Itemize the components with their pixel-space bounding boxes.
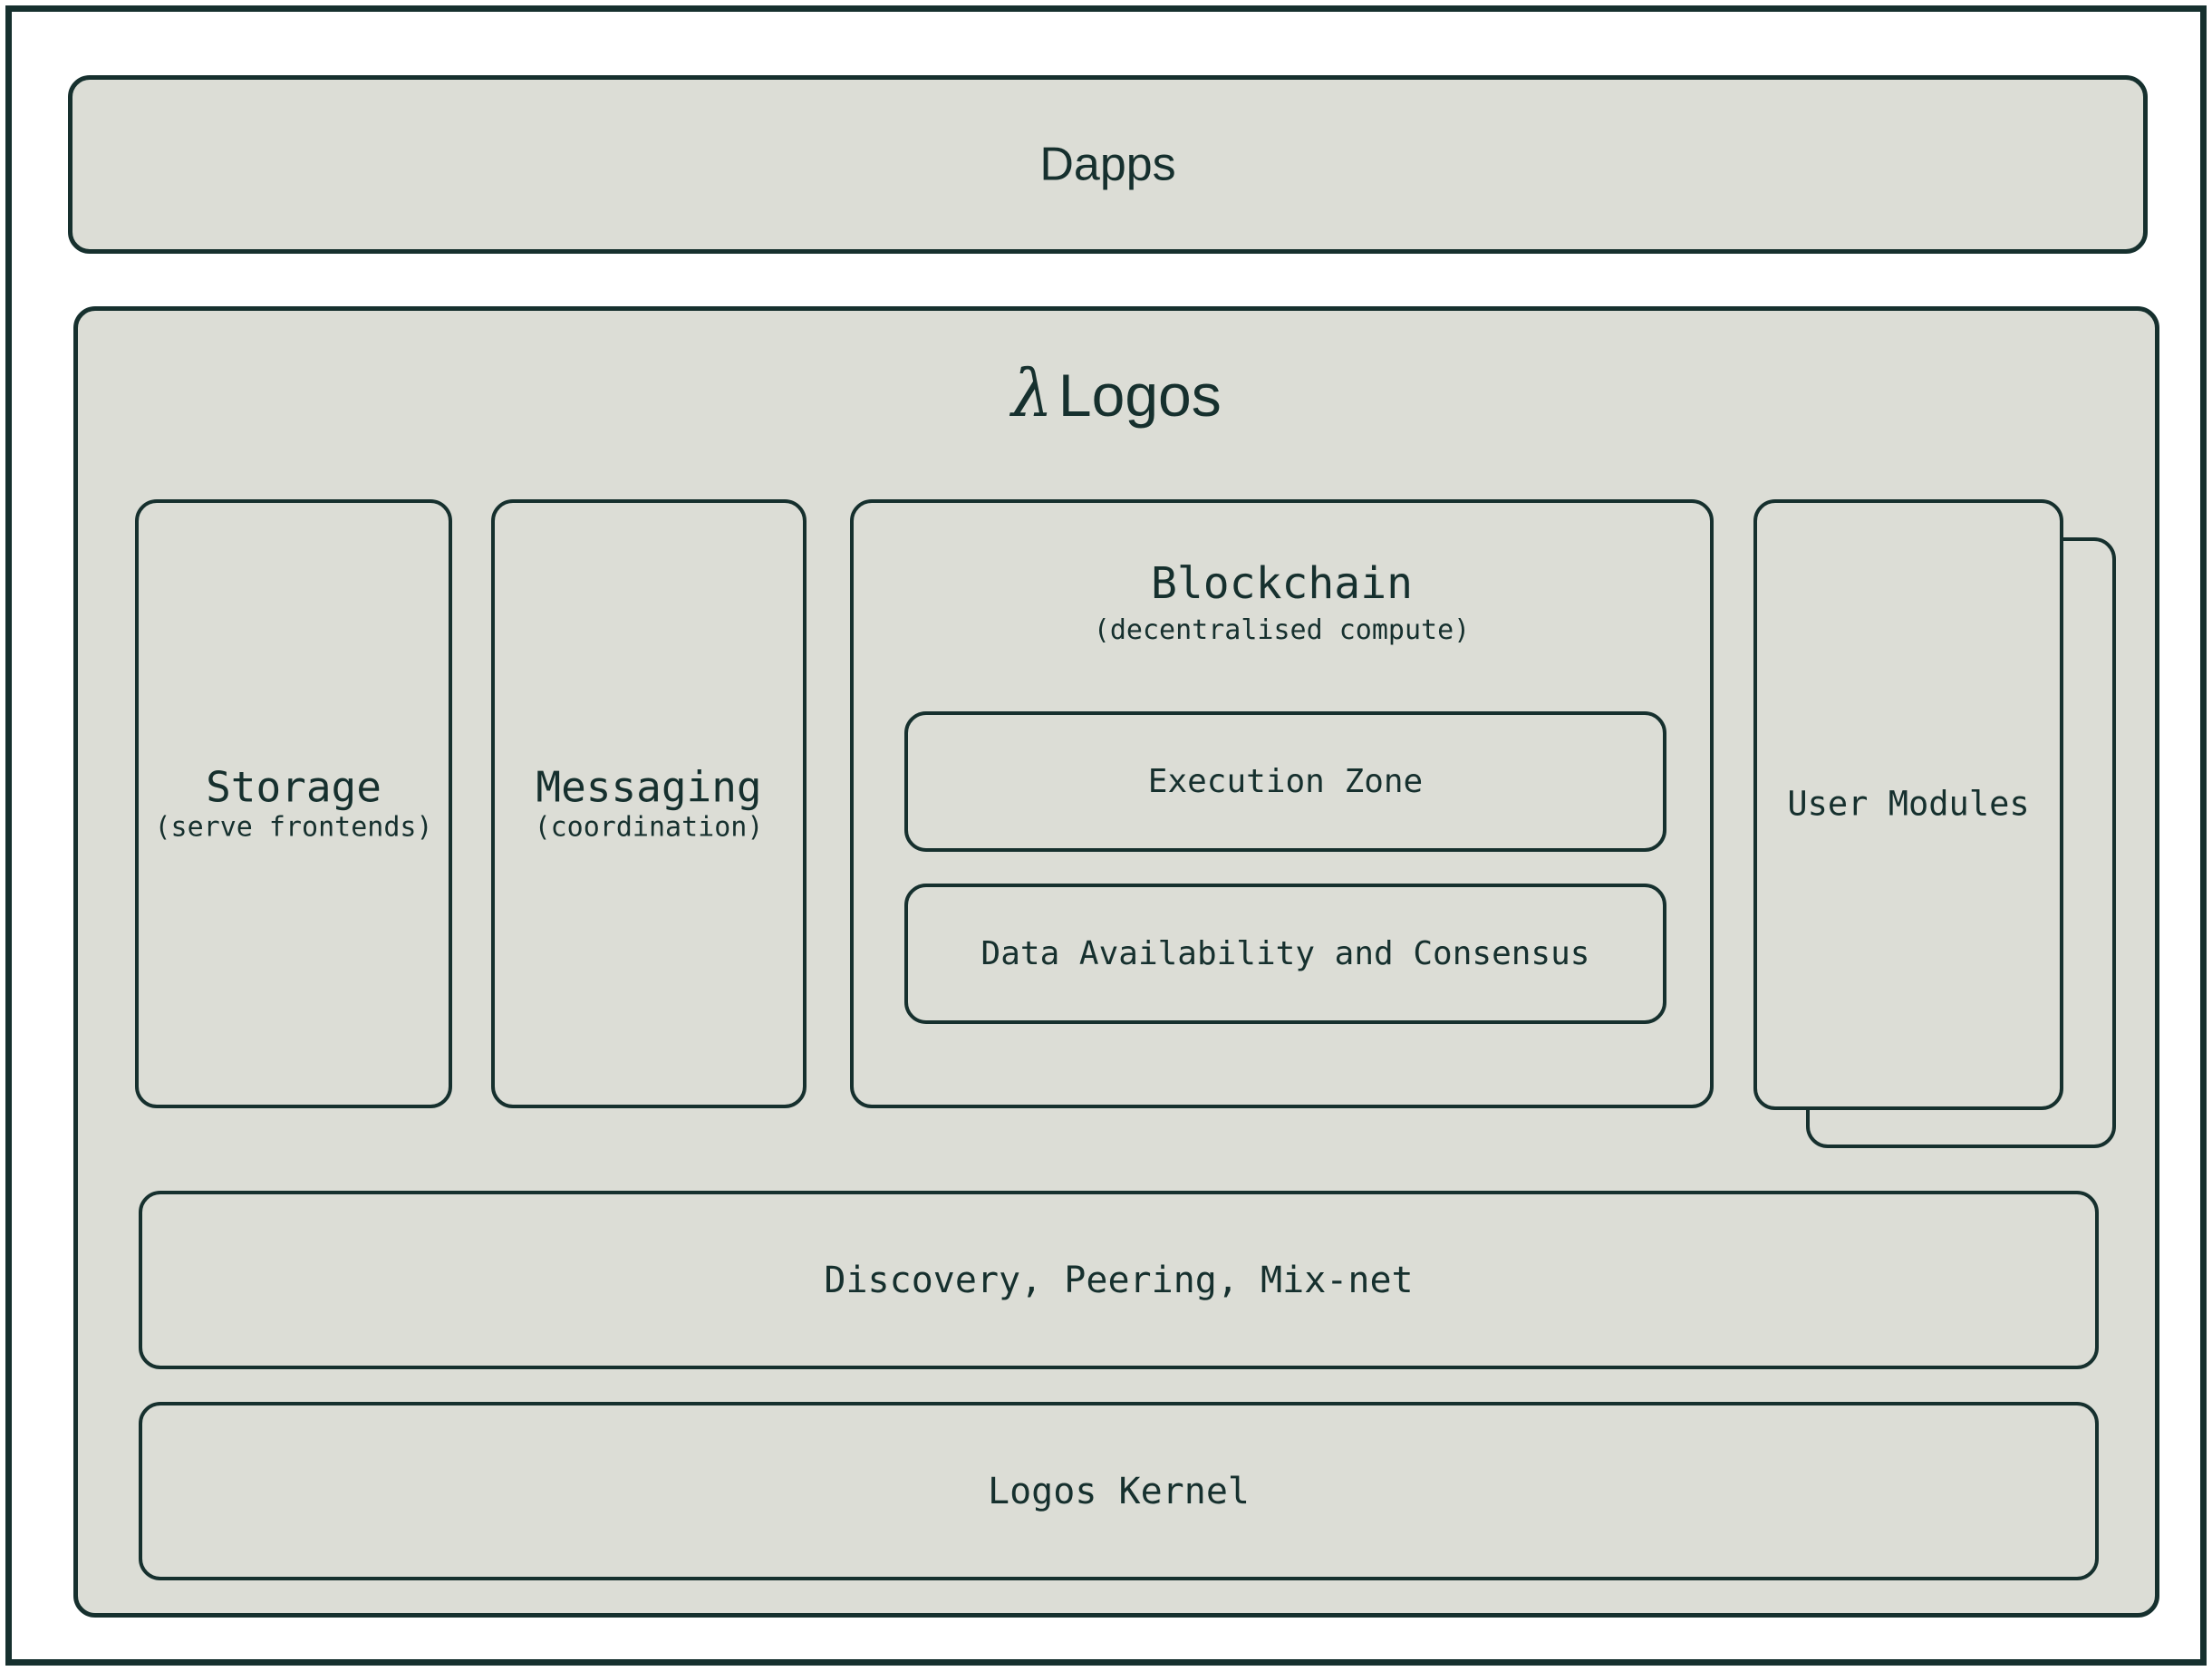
logos-kernel-label: Logos Kernel <box>988 1470 1250 1512</box>
user-modules-module: User Modules <box>1753 499 2116 1148</box>
storage-title: Storage <box>206 762 382 812</box>
discovery-peering-mixnet-label: Discovery, Peering, Mix-net <box>824 1259 1414 1301</box>
logos-title-text: Logos <box>1058 362 1222 429</box>
blockchain-module: Blockchain (decentralised compute) Execu… <box>850 499 1714 1108</box>
lambda-icon: λ <box>1011 355 1053 431</box>
execution-zone-label: Execution Zone <box>1147 762 1424 800</box>
discovery-peering-mixnet-layer: Discovery, Peering, Mix-net <box>139 1191 2099 1369</box>
user-modules-label: User Modules <box>1787 784 2030 824</box>
logos-layer: λLogos Storage (serve frontends) Messagi… <box>73 306 2159 1618</box>
messaging-title: Messaging <box>536 762 762 812</box>
blockchain-text-group: Blockchain (decentralised compute) <box>854 558 1710 647</box>
diagram-outer-frame: Dapps λLogos Storage (serve frontends) M… <box>5 5 2207 1666</box>
data-availability-and-consensus-label: Data Availability and Consensus <box>980 934 1590 972</box>
storage-subtitle: (serve frontends) <box>154 811 433 844</box>
blockchain-title: Blockchain <box>1151 558 1413 609</box>
messaging-module: Messaging (coordination) <box>491 499 807 1108</box>
messaging-subtitle: (coordination) <box>534 811 764 844</box>
user-modules-front-card: User Modules <box>1753 499 2063 1110</box>
storage-module: Storage (serve frontends) <box>135 499 452 1108</box>
blockchain-subtitle: (decentralised compute) <box>1093 614 1471 647</box>
logos-title: λLogos <box>78 355 2155 431</box>
storage-text-group: Storage (serve frontends) <box>139 762 449 845</box>
execution-zone-box: Execution Zone <box>904 711 1666 852</box>
dapps-label: Dapps <box>1039 137 1176 190</box>
data-availability-and-consensus-box: Data Availability and Consensus <box>904 884 1666 1024</box>
dapps-layer: Dapps <box>68 75 2148 254</box>
logos-kernel-layer: Logos Kernel <box>139 1402 2099 1580</box>
messaging-text-group: Messaging (coordination) <box>495 762 803 845</box>
